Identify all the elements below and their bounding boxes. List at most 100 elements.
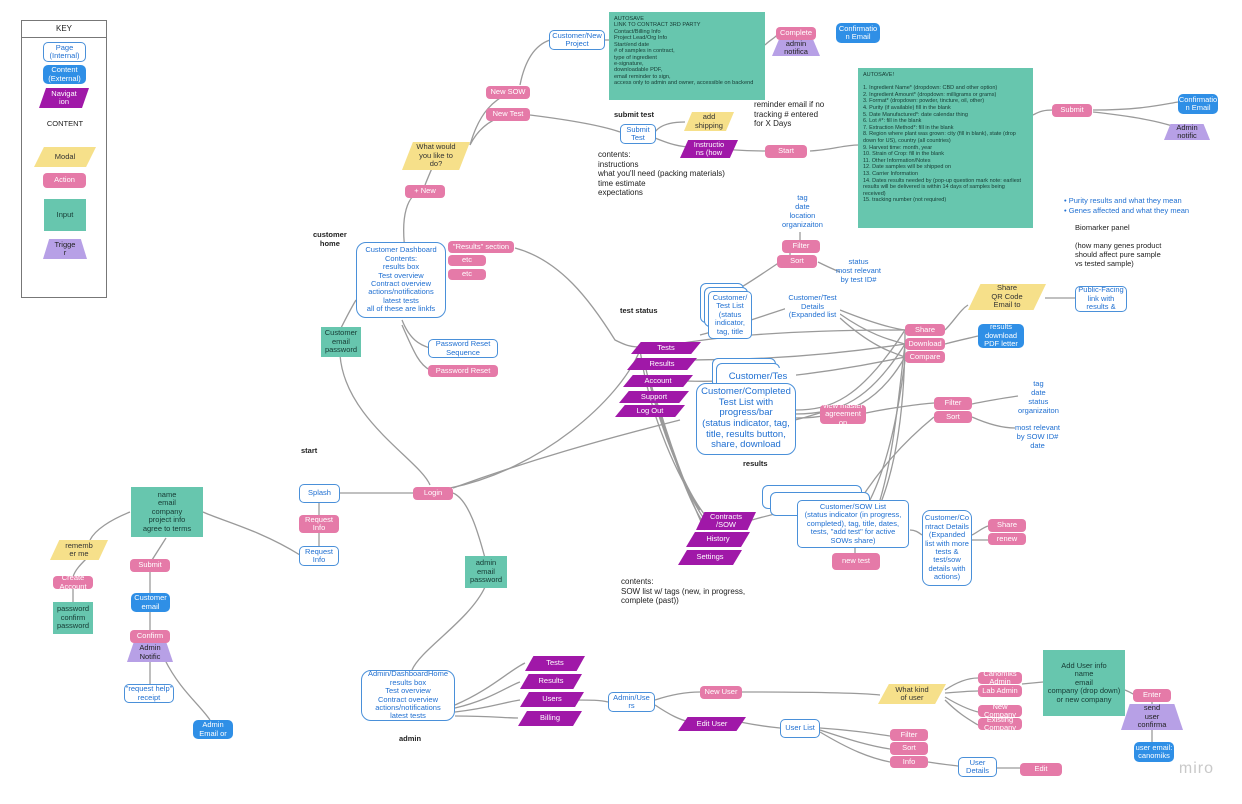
new-action[interactable]: + New — [405, 185, 445, 198]
customer-home-label: customer home — [313, 230, 347, 248]
customer-dashboard-page[interactable]: Customer Dashboard Contents: results box… — [356, 242, 446, 318]
share-action[interactable]: Share — [905, 324, 945, 336]
info-action-bottom[interactable]: Info — [890, 756, 928, 768]
edit-user-nav[interactable]: Edit User — [678, 717, 746, 731]
customer-email-content: Customer email — [131, 593, 170, 612]
user-list-page[interactable]: User List — [780, 719, 820, 738]
results-section-action[interactable]: "Results" section — [448, 241, 514, 253]
remember-me-modal[interactable]: rememb er me — [50, 540, 108, 560]
connector — [669, 329, 906, 346]
connector — [809, 144, 859, 152]
tag-date-status-meta: tag date status organizaiton — [1018, 379, 1059, 415]
filter-action-top[interactable]: Filter — [782, 240, 820, 253]
new-test-action[interactable]: New Test — [486, 108, 530, 121]
customer-test-details-page[interactable]: Customer/Test Details (Expanded list — [785, 292, 840, 322]
nav-log-out[interactable]: Log Out — [615, 405, 685, 417]
nav-history[interactable]: History — [686, 532, 750, 547]
download-action[interactable]: Download — [905, 338, 945, 350]
nav-account[interactable]: Account — [623, 375, 693, 387]
autosave-test-form-input[interactable]: AUTOSAVE! 1. Ingredient Name* (dropdown:… — [858, 68, 1033, 228]
customer-email-password-input[interactable]: Customer email password — [321, 327, 361, 357]
autosave-contract-input[interactable]: AUTOSAVE LINK TO CONTRACT 3RD PARTY Cont… — [609, 12, 765, 100]
filter-action-bottom[interactable]: Filter — [890, 729, 928, 741]
admin-notification-trigger-left: Admin Notific — [127, 643, 173, 662]
customer-contract-details-page[interactable]: Customer/Co ntract Details (Expanded lis… — [922, 510, 972, 586]
customer-new-project-page[interactable]: Customer/New Project — [549, 30, 605, 50]
password-reset-sequence-page[interactable]: Password Reset Sequence — [428, 339, 498, 358]
instructions-nav[interactable]: Instructio ns (how — [680, 140, 738, 158]
admin-label: admin — [399, 734, 422, 743]
customer-completed-test-list-page[interactable]: Customer/Completed Test List with progre… — [696, 383, 796, 455]
admin-email-password-input[interactable]: admin email password — [465, 556, 507, 588]
new-user-action[interactable]: New User — [700, 686, 742, 699]
connector — [927, 761, 959, 767]
connector — [819, 729, 891, 750]
etc-action[interactable]: etc — [448, 255, 486, 266]
lab-admin-action[interactable]: Lab Admin — [978, 685, 1022, 697]
connector — [574, 699, 609, 703]
password-reset-action[interactable]: Password Reset — [428, 365, 498, 377]
key-content-external: Content (External) — [43, 65, 86, 84]
create-account-action[interactable]: Create Account — [53, 576, 93, 589]
sort-action-mid[interactable]: Sort — [934, 411, 972, 423]
connector — [944, 690, 979, 694]
public-facing-link-page[interactable]: Public-Facing link with results & — [1075, 286, 1127, 312]
submit-test-form-action[interactable]: Submit — [1052, 104, 1092, 117]
nav-support[interactable]: Support — [619, 391, 689, 403]
submit-signup-action[interactable]: Submit — [130, 559, 170, 572]
submit-test-page[interactable]: Submit Test — [620, 124, 656, 144]
view-master-agreement-action[interactable]: view master agreement on — [820, 405, 866, 424]
filter-action-mid[interactable]: Filter — [934, 397, 972, 410]
new-sow-action[interactable]: New SOW — [486, 86, 530, 99]
what-kind-of-user-modal[interactable]: What kind of user — [878, 684, 946, 704]
key-trigger: Trigge r — [43, 239, 87, 259]
login-action[interactable]: Login — [413, 487, 453, 500]
sort-action-top[interactable]: Sort — [777, 255, 817, 268]
password-confirm-input[interactable]: password confirm password — [53, 602, 93, 634]
edit-user-action[interactable]: Edit — [1020, 763, 1062, 776]
confirmation-email-top: Confirmatio n Email — [836, 23, 880, 43]
new-company-action[interactable]: New Company — [978, 705, 1022, 717]
admin-nav-results[interactable]: Results — [520, 674, 582, 689]
test-status-label: test status — [620, 306, 658, 315]
compare-action[interactable]: Compare — [905, 351, 945, 363]
splash-page[interactable]: Splash — [299, 484, 340, 503]
nav-contracts-sow[interactable]: Contracts /SOW — [696, 512, 756, 530]
confirm-action[interactable]: Confirm — [130, 630, 170, 643]
customer-test-list-page[interactable]: Customer/ Test List (status indicator, t… — [708, 291, 752, 339]
admin-nav-billing[interactable]: Billing — [518, 711, 582, 726]
new-test-sow-action[interactable]: new test — [832, 553, 880, 570]
start-action[interactable]: Start — [765, 145, 807, 158]
share-contract-action[interactable]: Share — [988, 519, 1026, 532]
add-shipping-modal[interactable]: add shipping — [684, 112, 734, 131]
request-info-action[interactable]: Request Info — [299, 515, 339, 533]
connector — [339, 354, 431, 486]
user-details-page[interactable]: User Details — [958, 757, 997, 777]
enter-action[interactable]: Enter — [1133, 689, 1171, 702]
nav-results[interactable]: Results — [627, 358, 697, 370]
what-would-you-like-modal[interactable]: What would you like to do? — [402, 142, 470, 170]
admin-dashboard-home-page[interactable]: Admin/DashboardHome results box Test ove… — [361, 670, 455, 721]
admin-nav-users[interactable]: Users — [520, 692, 584, 707]
existing-company-action[interactable]: Existing Company — [978, 718, 1022, 730]
admin-nav-tests[interactable]: Tests — [525, 656, 585, 671]
complete-action[interactable]: Complete — [776, 27, 816, 40]
connector — [411, 586, 486, 671]
signup-fields-input[interactable]: name email company project info agree to… — [131, 487, 203, 537]
share-qr-modal[interactable]: Share QR Code Email to — [968, 284, 1046, 310]
canomiks-admin-action[interactable]: Canomiks Admin — [978, 672, 1022, 684]
sort-action-bottom[interactable]: Sort — [890, 742, 928, 755]
admin-users-page[interactable]: Admin/Use rs — [608, 692, 655, 712]
connector — [89, 511, 131, 541]
connector — [819, 731, 891, 763]
submit-test-label: submit test — [614, 110, 655, 119]
nav-tests[interactable]: Tests — [631, 342, 701, 354]
request-info-page[interactable]: Request Info — [299, 546, 339, 566]
connector — [794, 343, 906, 415]
nav-settings[interactable]: Settings — [678, 550, 742, 565]
etc-action[interactable]: etc — [448, 269, 486, 280]
request-help-receipt-page[interactable]: "request help" receipt — [124, 684, 174, 703]
customer-sow-list-page[interactable]: Customer/SOW List (status indicator (in … — [797, 500, 909, 548]
add-user-info-input[interactable]: Add User info name email company (drop d… — [1043, 650, 1125, 716]
renew-action[interactable]: renew — [988, 533, 1026, 545]
